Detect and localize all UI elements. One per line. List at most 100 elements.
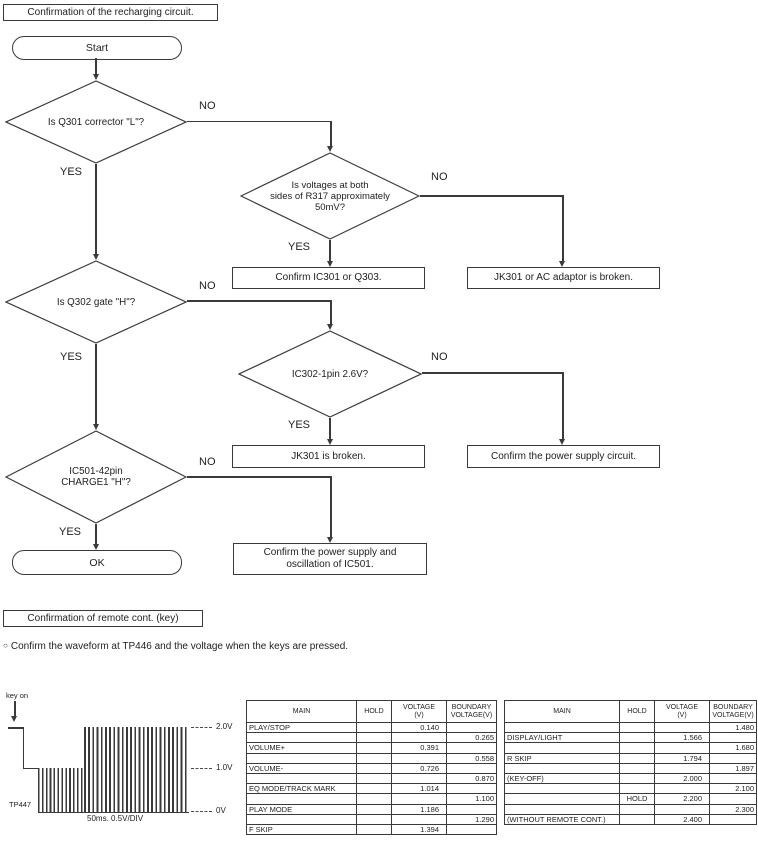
table-cell: F SKIP (246, 823, 357, 836)
tp-label: TP447 (9, 800, 32, 809)
table-cell (356, 793, 392, 805)
no-label: NO (431, 351, 448, 363)
table-row: 0.870 (246, 772, 497, 785)
action-confirm-psu-label: Confirm the power supply circuit. (490, 450, 637, 462)
table-cell (246, 732, 357, 744)
action-jk301-broken: JK301 is broken. (232, 445, 425, 468)
connector-no2-v (562, 195, 564, 261)
connector-no1-v (330, 120, 332, 147)
table-cell: 0.726 (391, 762, 447, 774)
arrowhead (327, 324, 334, 330)
trace-baseline (38, 811, 189, 813)
table-header-cell: MAIN (246, 700, 357, 723)
arrowhead (326, 439, 333, 445)
table-cell: 1.290 (446, 813, 497, 825)
arrowhead (326, 261, 333, 267)
arrowhead (92, 254, 99, 260)
table-cell (446, 783, 497, 795)
table-header-cell: MAIN (504, 700, 620, 723)
table-cell: 1.100 (446, 793, 497, 805)
table-cell (391, 793, 447, 805)
action-jk301-or-ac-label: JK301 or AC adaptor is broken. (494, 272, 633, 283)
table-cell (709, 752, 757, 764)
connector-no4-h (422, 372, 564, 374)
table-cell (504, 793, 620, 805)
connector-yes4-v (329, 418, 331, 439)
table-cell: (WITHOUT REMOTE CONT.) (504, 813, 620, 825)
table-cell: 1.014 (391, 783, 447, 795)
table-cell (446, 742, 497, 754)
table-cell: 0.140 (391, 721, 447, 734)
table-cell (654, 742, 710, 754)
connector-no1-h (187, 120, 332, 122)
action-confirm-psu-osc-label: Confirm the power supply and oscillation… (263, 547, 397, 570)
section-title-remote: Confirmation of remote cont. (key) (3, 610, 203, 627)
table-cell (356, 752, 392, 764)
arrowhead (92, 74, 99, 80)
table-cell (619, 783, 655, 795)
table-cell (356, 813, 392, 825)
key-on-arrow-line (14, 701, 16, 716)
dash-2v (191, 727, 212, 728)
table-row: (WITHOUT REMOTE CONT.) 2.400 (504, 813, 757, 825)
yes-label: YES (288, 241, 311, 253)
waveform-diagram: key on 2.0V 1.0V 0V TP447 50ms. 0.5V/DIV (0, 688, 240, 828)
action-confirm-ic301-label: Confirm IC301 or Q303. (275, 272, 382, 283)
connector-yes5-v (95, 524, 97, 544)
table-cell (446, 762, 497, 774)
table-row: 0.265 (246, 732, 497, 744)
scale-label: 50ms. 0.5V/DIV (87, 814, 144, 823)
table-cell (356, 742, 392, 754)
section-title-recharging: Confirmation of the recharging circuit. (3, 4, 218, 21)
table-cell (356, 732, 392, 744)
table-cell: 0.558 (446, 752, 497, 764)
table-cell (356, 783, 392, 795)
decision-q302: Is Q302 gate "H"? (5, 260, 187, 344)
start-label: Start (85, 42, 109, 54)
table-cell (619, 732, 655, 744)
connector-no2-h (420, 195, 564, 197)
decision-ic501: IC501-42pin CHARGE1 "H"? (5, 430, 187, 524)
start-terminal: Start (12, 36, 182, 60)
section-title-recharging-label: Confirmation of the recharging circuit. (27, 7, 194, 18)
decision-q301: Is Q301 corrector "L"? (5, 80, 187, 164)
table-row: VOLUME-0.726 (246, 762, 497, 774)
pulse-burst-1v (38, 768, 84, 812)
table-cell (356, 721, 392, 734)
table-cell: 2.400 (654, 813, 710, 825)
table-cell (619, 742, 655, 754)
connector-d3-d5 (95, 344, 97, 424)
table-row: 1.290 (246, 813, 497, 825)
table-cell (246, 752, 357, 764)
table-cell (504, 762, 620, 774)
no-label: NO (199, 100, 216, 112)
table-cell: (KEY-OFF) (504, 772, 620, 785)
table-cell (504, 742, 620, 754)
ok-terminal: OK (12, 550, 182, 575)
table-cell (504, 721, 620, 734)
table-row: (KEY-OFF)2.000 (504, 772, 757, 785)
level-1v-label: 1.0V (216, 763, 233, 772)
table-cell (654, 783, 710, 795)
table-cell: 0.265 (446, 732, 497, 744)
trace-1v-shelf (22, 767, 39, 769)
action-confirm-ic301: Confirm IC301 or Q303. (232, 267, 425, 289)
decision-q302-label: Is Q302 gate "H"? (56, 296, 136, 308)
table-row: 1.480 (504, 721, 757, 734)
table-cell (619, 752, 655, 764)
action-jk301-broken-label: JK301 is broken. (291, 450, 366, 462)
table-row: 1.100 (246, 793, 497, 805)
decision-ic501-label: IC501-42pin CHARGE1 "H"? (61, 466, 131, 488)
table-cell: 1.566 (654, 732, 710, 744)
table-cell (391, 752, 447, 764)
table-cell (654, 762, 710, 774)
table-cell (504, 803, 620, 815)
table-row: 2.300 (504, 803, 757, 815)
diamond-shape (5, 260, 187, 344)
